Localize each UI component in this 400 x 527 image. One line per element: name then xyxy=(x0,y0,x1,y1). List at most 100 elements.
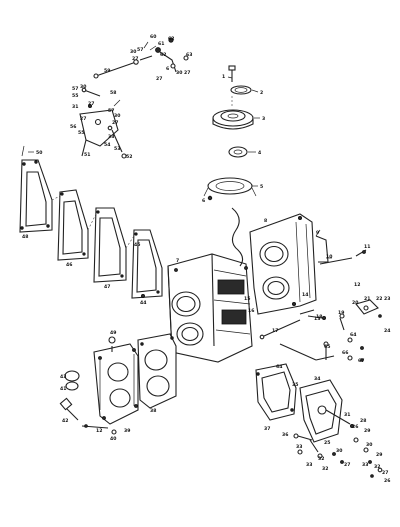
callout-43: 43 xyxy=(60,374,66,380)
callout-29b: 29 xyxy=(376,452,382,458)
callout-19: 19 xyxy=(338,310,344,316)
callout-57: 57 xyxy=(137,47,143,53)
callout-33b: 33 xyxy=(296,444,302,450)
callout-27d: 27 xyxy=(88,101,94,107)
callout-33c: 33 xyxy=(306,462,312,468)
callout-45: 45 xyxy=(134,242,140,248)
bottom-right-fasteners xyxy=(293,433,383,478)
callout-22: 22 xyxy=(376,296,382,302)
callout-6b: 6 xyxy=(202,198,205,204)
callout-30b: 30 xyxy=(176,70,182,76)
callout-66: 66 xyxy=(342,350,348,356)
callout-46: 46 xyxy=(66,262,72,268)
callout-33d: 33 xyxy=(362,462,368,468)
callout-62b: 62 xyxy=(160,52,166,58)
callout-4: 4 xyxy=(258,150,261,156)
bypass-cover-assembly xyxy=(299,379,354,453)
callout-30: 30 xyxy=(130,49,136,55)
callout-13: 13 xyxy=(314,316,320,322)
callout-55: 55 xyxy=(72,93,78,99)
callout-39: 39 xyxy=(124,428,130,434)
callout-16: 16 xyxy=(248,308,254,314)
gasket-plate-44 xyxy=(131,229,163,299)
callout-63: 63 xyxy=(186,52,192,58)
callout-67: 67 xyxy=(358,358,364,364)
head-gasket-38 xyxy=(137,333,177,409)
linkage-rod-17 xyxy=(259,319,335,361)
callout-29: 29 xyxy=(364,428,370,434)
leader-lines xyxy=(28,76,332,259)
callout-56: 56 xyxy=(70,124,76,130)
callout-47: 47 xyxy=(104,284,110,290)
callout-64: 64 xyxy=(350,332,356,338)
gasket-plate-48 xyxy=(19,145,53,233)
seal-and-bearing-stack xyxy=(203,65,257,201)
callout-61: 61 xyxy=(158,41,164,47)
callout-23: 23 xyxy=(384,296,390,302)
thermostat-parts xyxy=(59,336,117,435)
callout-36: 36 xyxy=(282,432,288,438)
callout-17: 17 xyxy=(272,328,278,334)
callout-3: 3 xyxy=(262,116,265,122)
callout-57b: 57 xyxy=(72,86,78,92)
callout-64b: 64 xyxy=(276,364,282,370)
crankcase-block xyxy=(167,253,253,363)
callout-20: 20 xyxy=(352,300,358,306)
callout-27: 27 xyxy=(132,56,138,62)
callout-1: 1 xyxy=(222,74,225,80)
callout-26b: 26 xyxy=(384,478,390,484)
callout-18: 18 xyxy=(316,314,322,320)
callout-27c: 27 xyxy=(184,70,190,76)
callout-40: 40 xyxy=(110,436,116,442)
callout-12b: 12 xyxy=(96,428,102,434)
callout-41: 41 xyxy=(60,386,66,392)
callout-38: 38 xyxy=(150,408,156,414)
callout-30f: 30 xyxy=(366,442,372,448)
callout-49: 49 xyxy=(110,330,116,336)
callout-27h: 27 xyxy=(382,470,388,476)
callout-32: 32 xyxy=(318,456,324,462)
callout-labels: 60 61 62 30 57 62 63 27 59 6 27 30 27 57… xyxy=(22,34,390,484)
callout-48: 48 xyxy=(22,234,28,240)
callout-14: 14 xyxy=(302,292,308,298)
callout-5: 5 xyxy=(260,184,263,190)
callout-27b: 27 xyxy=(156,76,162,82)
callout-9: 9 xyxy=(316,230,319,236)
callout-65: 65 xyxy=(324,344,330,350)
callout-60: 60 xyxy=(150,34,156,40)
callout-55b: 55 xyxy=(78,130,84,136)
right-hardware-cluster xyxy=(307,299,382,362)
callout-6: 6 xyxy=(166,66,169,72)
callout-58: 58 xyxy=(110,90,116,96)
callout-10: 10 xyxy=(326,254,332,260)
callout-28: 28 xyxy=(360,418,366,424)
callout-12: 12 xyxy=(354,282,360,288)
throttle-linkage-assembly xyxy=(79,37,189,159)
callout-32b: 32 xyxy=(322,466,328,472)
callout-24: 24 xyxy=(384,328,390,334)
callout-27f: 27 xyxy=(112,120,118,126)
callout-52: 52 xyxy=(126,154,132,160)
callout-27g: 27 xyxy=(344,462,350,468)
callout-54: 54 xyxy=(104,142,110,148)
callout-51: 51 xyxy=(84,152,90,158)
cylinder-half xyxy=(249,213,329,315)
callout-57c: 57 xyxy=(108,108,114,114)
callout-21: 21 xyxy=(364,296,370,302)
callout-8: 8 xyxy=(264,218,267,224)
gasket-plate-46 xyxy=(57,189,89,261)
callout-62: 62 xyxy=(168,36,174,42)
callout-31: 31 xyxy=(72,104,78,110)
callout-26: 26 xyxy=(352,424,358,430)
gasket-plate-47 xyxy=(93,207,127,283)
callout-27e: 27 xyxy=(80,116,86,122)
callout-31b: 31 xyxy=(344,412,350,418)
callout-44: 44 xyxy=(140,300,146,306)
exhaust-cover-plate xyxy=(255,363,297,421)
callout-15: 15 xyxy=(244,296,250,302)
callout-30c: 30 xyxy=(80,84,86,90)
callout-2: 2 xyxy=(260,90,263,96)
callout-33: 33 xyxy=(108,134,114,140)
callout-59: 59 xyxy=(104,68,110,74)
